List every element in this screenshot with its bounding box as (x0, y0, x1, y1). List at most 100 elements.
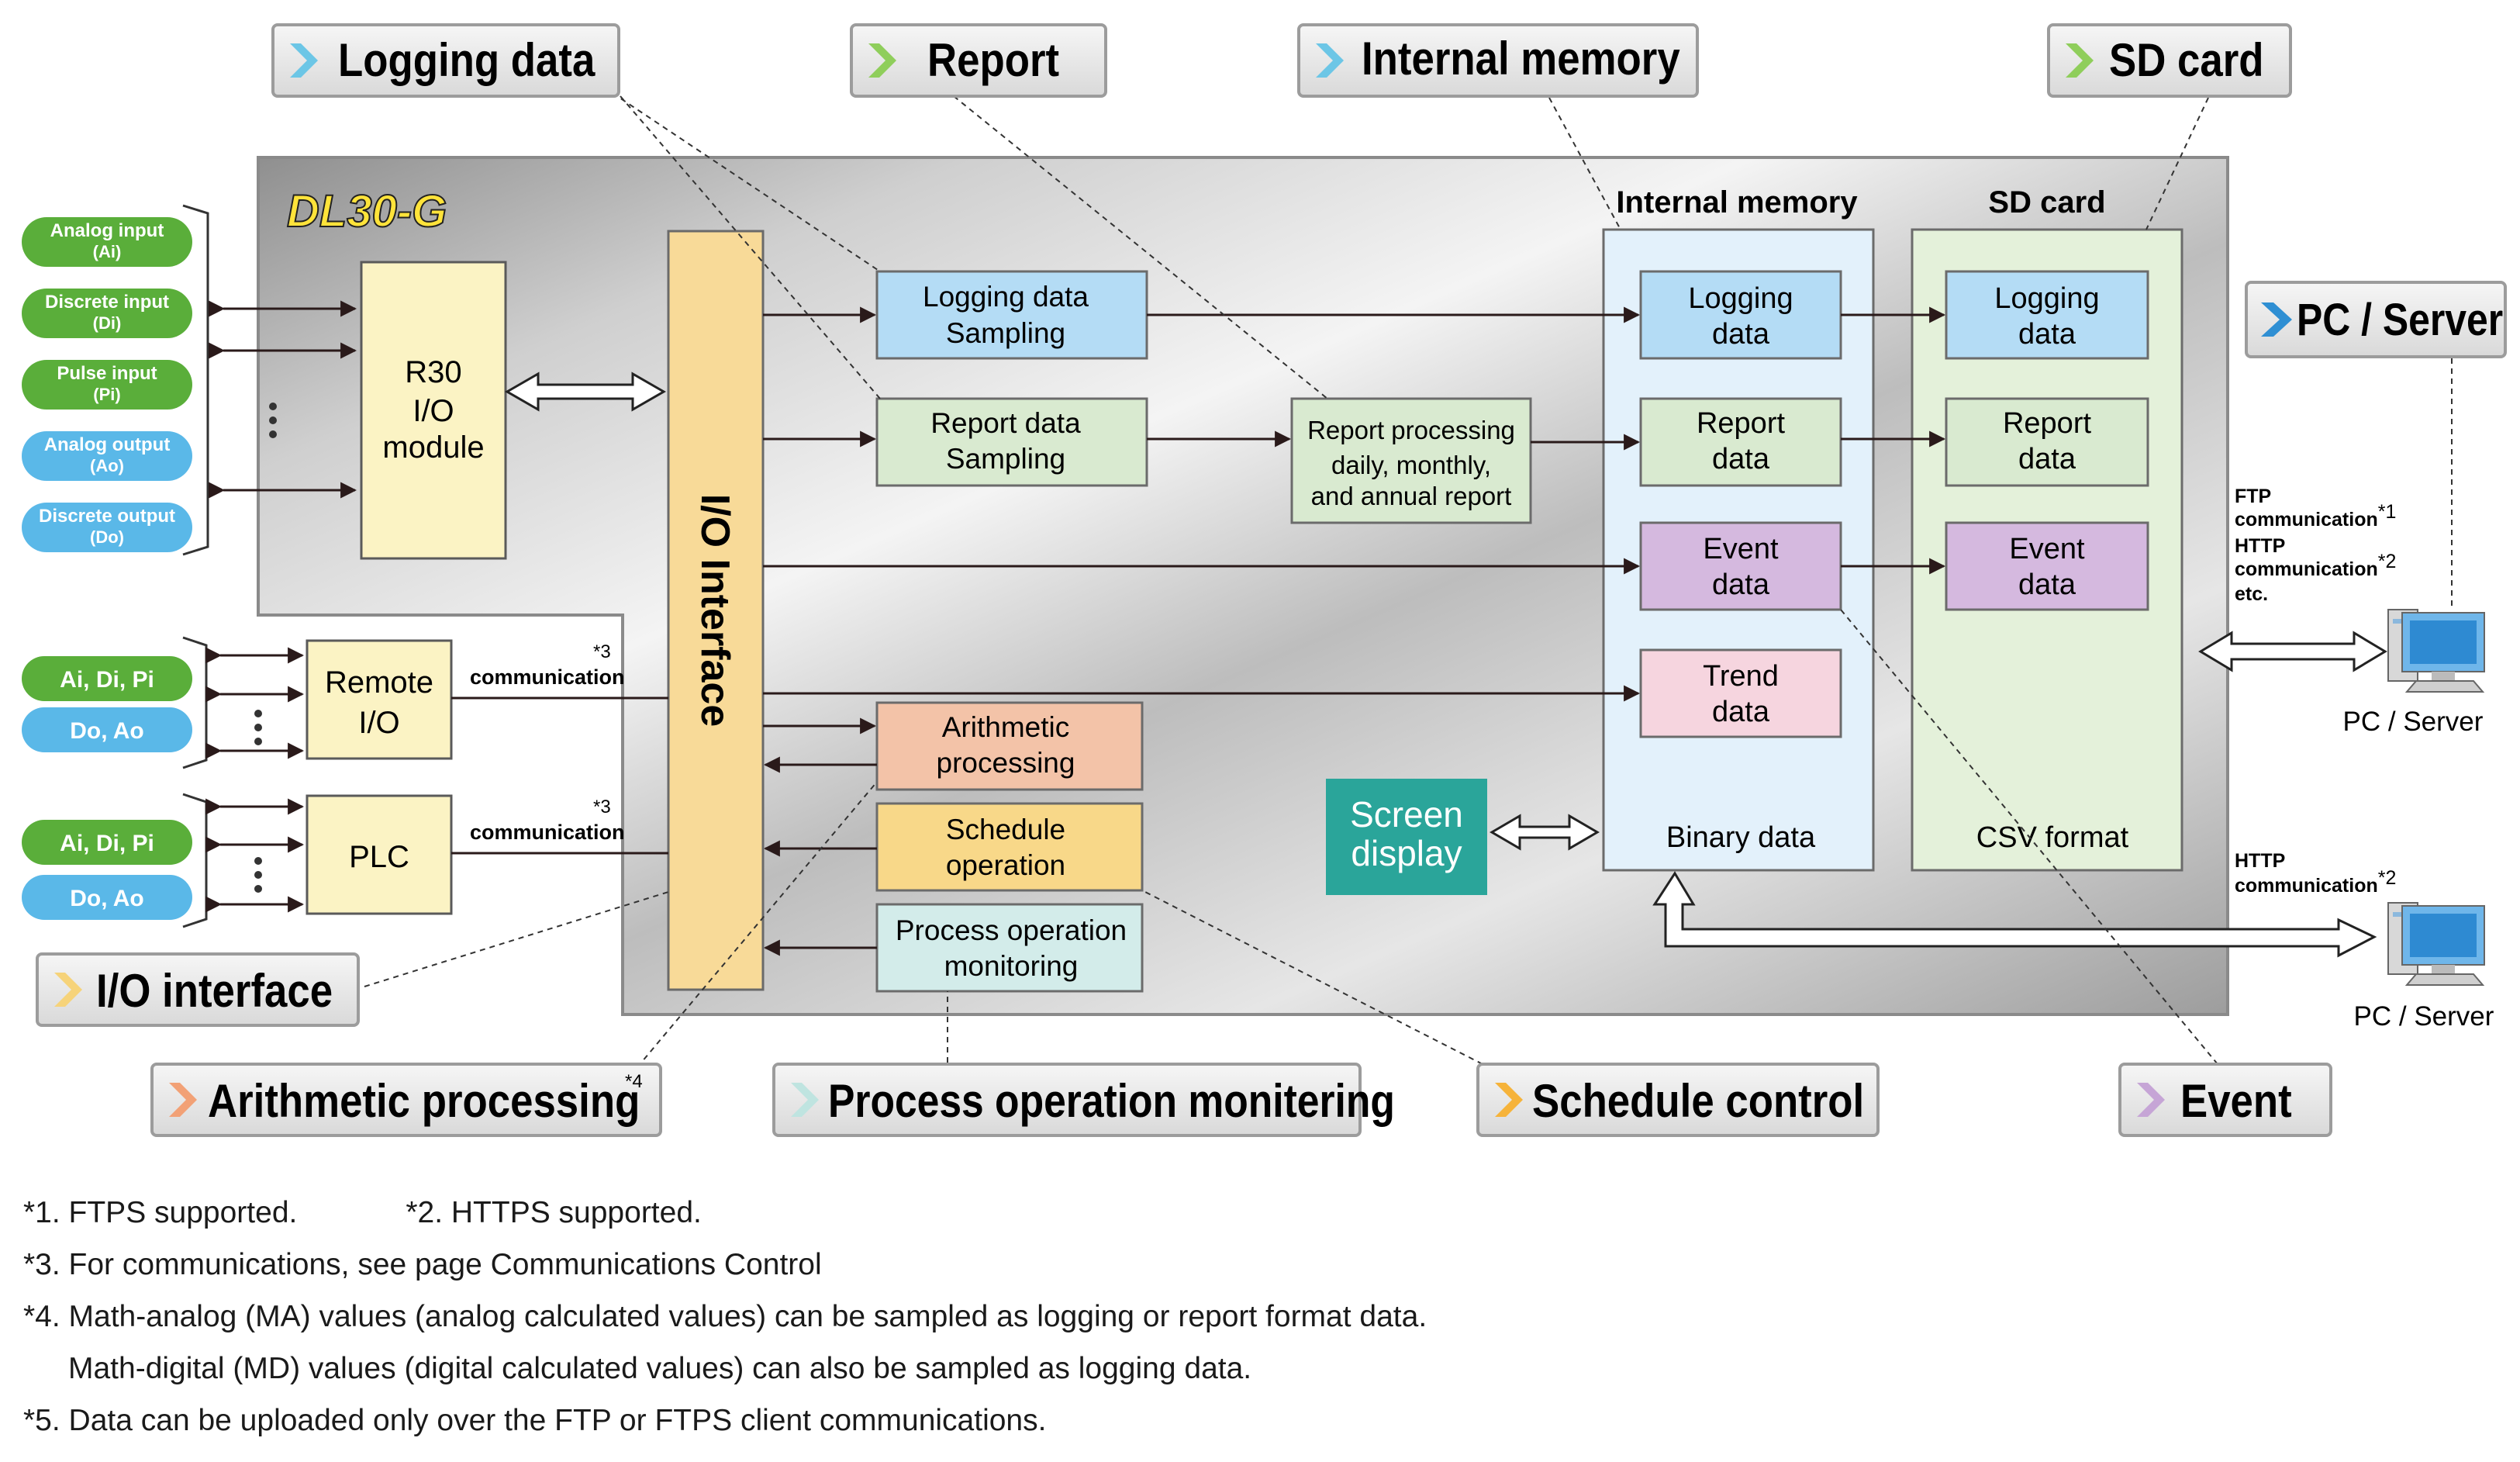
remote-io-box (306, 639, 453, 760)
screen-display-label-1: Screen (1350, 794, 1463, 835)
logging-sampling-label-2: Sampling (946, 317, 1065, 349)
leader-lines (364, 92, 2453, 1068)
callout-report-label: Report (927, 34, 1059, 86)
internal-report-label-1: Report (1697, 407, 1785, 440)
internal-logging-box (1639, 270, 1842, 360)
callout-report: Report (850, 23, 1107, 98)
footnotes: *1. FTPS supported.*2. HTTPS supported. … (23, 1187, 2504, 1446)
report-sampling-label-1: Report data (930, 407, 1081, 439)
io-interface-label: I/O Interface (692, 494, 737, 728)
callout-process-monitoring: Process operation monitering (772, 1063, 1395, 1137)
sd-card-title: SD card (1988, 185, 2105, 219)
analog-output-abbr: (Ao) (90, 456, 124, 475)
callout-schedule-control: Schedule control (1476, 1063, 1880, 1137)
schedule-label-1: Schedule (946, 814, 1065, 845)
internal-trend-box (1639, 648, 1842, 738)
plc-box (306, 794, 453, 915)
report-processing-label-1: Report processing (1307, 416, 1515, 444)
report-sampling-label-2: Sampling (946, 443, 1065, 475)
internal-event-box (1639, 521, 1842, 611)
sd-report-box (1945, 397, 2149, 487)
callout-pc-server-label: PC / Server (2297, 296, 2503, 345)
footnote-1: *1. FTPS supported. (23, 1196, 298, 1229)
plc-input-pill: Ai, Di, Pi (60, 831, 154, 856)
discrete-output-label: Discrete output (39, 506, 175, 527)
analog-input-abbr: (Ai) (93, 242, 122, 261)
schedule-label-2: operation (946, 849, 1065, 881)
footnote-line-1: *1. FTPS supported. *2. HTTPS supported. (23, 1187, 2504, 1239)
remote-io-group: Ai, Di, Pi Do, Ao Remote I/O communicati… (22, 636, 668, 769)
discrete-input-abbr: (Di) (93, 313, 122, 333)
r30-label-3: module (382, 430, 484, 465)
csv-format-label: CSV format (1976, 821, 2129, 854)
pc-server-1-label: PC / Server (2343, 707, 2484, 737)
plc-comm-label: communication (470, 821, 625, 844)
remote-input-pill: Ai, Di, Pi (60, 667, 154, 693)
internal-report-box (1639, 397, 1842, 487)
device-title: DL30-G (287, 186, 447, 237)
remote-io-label-1: Remote (325, 665, 433, 700)
analog-output-label: Analog output (44, 434, 171, 455)
r30-io-arrow (504, 372, 667, 412)
plc-label: PLC (349, 840, 409, 874)
callout-event: Event (2118, 1063, 2332, 1137)
arithmetic-label-2: processing (937, 747, 1075, 779)
internal-logging-label-2: data (1712, 318, 1770, 351)
callout-arithmetic-processing: Arithmetic processing *4 (150, 1063, 662, 1137)
sd-logging-label-2: data (2018, 318, 2076, 351)
arithmetic-box (875, 701, 1144, 791)
callout-arithmetic-note: *4 (625, 1071, 643, 1092)
footnote-3: *3. For communications, see page Communi… (23, 1248, 822, 1281)
r30-inputs: Analog input (Ai) Discrete input (Di) Pu… (22, 204, 357, 556)
callout-logging-data: Logging data (271, 23, 620, 98)
binary-data-label: Binary data (1666, 821, 1816, 854)
sd-report-label-2: data (2018, 443, 2076, 475)
r30-module (360, 261, 507, 560)
screen-display-box (1326, 779, 1487, 895)
callout-sd-card-label: SD card (2109, 34, 2263, 86)
schedule-box (875, 802, 1144, 892)
io-interface-bar (667, 230, 765, 991)
footnote-4a: *4. Math-analog (MA) values (analog calc… (23, 1300, 1427, 1333)
ftp-comm-label: FTP communication*1 HTTP communication*2… (2235, 486, 2401, 605)
r30-label-2: I/O (413, 394, 454, 428)
report-sampling-box (875, 397, 1148, 487)
internal-event-label-2: data (1712, 569, 1770, 601)
callout-arithmetic-processing-label: Arithmetic processing (208, 1075, 640, 1127)
pulse-input-abbr: (Pi) (93, 385, 120, 404)
monitoring-label-2: monitoring (944, 950, 1079, 982)
callout-internal-memory-label: Internal memory (1362, 33, 1680, 85)
footnote-4b: Math-digital (MD) values (digital calcul… (68, 1352, 1252, 1385)
plc-group: Ai, Di, Pi Do, Ao PLC communication *3 (22, 793, 668, 928)
pc-server-2-label: PC / Server (2354, 1001, 2494, 1032)
plc-comm-note: *3 (593, 797, 611, 817)
monitoring-box (875, 903, 1144, 993)
internal-event-label-1: Event (1703, 533, 1779, 565)
callout-event-label: Event (2180, 1075, 2292, 1127)
sd-logging-box (1945, 270, 2149, 360)
callout-pc-server: PC / Server (2245, 281, 2507, 358)
discrete-input-label: Discrete input (45, 292, 169, 313)
callout-process-monitoring-label: Process operation monitering (828, 1074, 1395, 1127)
screen-display-arrow (1490, 814, 1600, 851)
sd-event-box (1945, 521, 2149, 611)
http-arrow (1652, 871, 2377, 958)
remote-output-pill: Do, Ao (70, 718, 144, 744)
callout-internal-memory: Internal memory (1297, 23, 1699, 98)
internal-logging-label-1: Logging (1688, 282, 1793, 315)
internal-trend-label-2: data (1712, 696, 1770, 728)
remote-comm-note: *3 (593, 641, 611, 662)
sd-event-label-1: Event (2009, 533, 2085, 565)
r30-label-1: R30 (405, 355, 461, 389)
report-processing-box (1290, 397, 1532, 524)
report-processing-label-2: daily, monthly, (1331, 451, 1491, 479)
footnote-2: *2. HTTPS supported. (406, 1196, 702, 1229)
discrete-output-abbr: (Do) (90, 527, 124, 547)
callout-io-interface: I/O interface (36, 952, 360, 1027)
internal-memory-title: Internal memory (1616, 185, 1858, 219)
pc-server-1-icon (2387, 609, 2485, 693)
callout-io-interface-label: I/O interface (96, 965, 333, 1017)
analog-input-label: Analog input (50, 220, 164, 241)
remote-io-label-2: I/O (358, 706, 399, 740)
